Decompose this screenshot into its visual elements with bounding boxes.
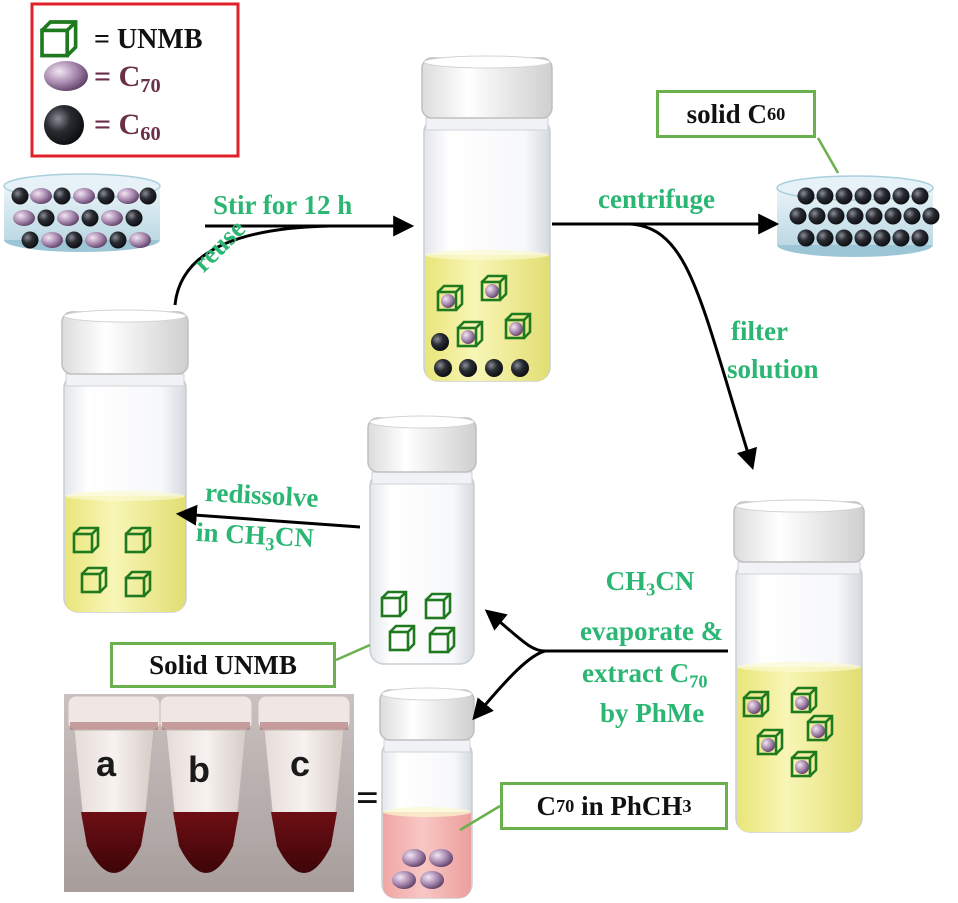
c60-ball — [511, 359, 529, 377]
c60-ball — [81, 209, 99, 227]
c60-ball — [808, 207, 826, 225]
c60-ball — [846, 207, 864, 225]
equals-sign: = — [356, 775, 379, 820]
c70-ball — [57, 210, 79, 226]
c60-ball — [37, 209, 55, 227]
solid-c60-connector — [816, 137, 840, 174]
redissolve-label-2: in CH3CN — [195, 516, 315, 555]
vial-redissolved — [61, 309, 189, 613]
c60-ball — [827, 207, 845, 225]
c70-ball — [117, 188, 139, 204]
extract-arrow-down — [472, 649, 546, 721]
c60-ball — [835, 229, 853, 247]
photo-tubes — [64, 694, 354, 892]
filter-label-1: filter — [731, 316, 788, 346]
c60-ball — [139, 187, 157, 205]
c70-ball — [392, 871, 416, 889]
legend-c60-label: = C60 — [94, 108, 161, 146]
c60-ball — [873, 229, 891, 247]
c60-ball — [797, 187, 815, 205]
c70-ball — [30, 188, 52, 204]
tube-c-label: c — [290, 743, 311, 784]
legend-c60-icon — [44, 105, 84, 145]
c70-connector — [459, 804, 501, 832]
c70-ball — [73, 188, 95, 204]
legend-c70-icon — [44, 61, 88, 91]
c60-ball — [911, 229, 929, 247]
c60-ball — [835, 187, 853, 205]
evap-label-3: extract C70 — [582, 658, 708, 692]
c70-ball — [85, 232, 107, 248]
c60-ball — [892, 229, 910, 247]
c70-ball — [41, 232, 63, 248]
tube-b-label: b — [188, 749, 210, 790]
c60-ball — [816, 229, 834, 247]
eppendorf-tube — [159, 695, 253, 873]
evap-label-2: evaporate & — [580, 616, 724, 646]
vial-solid-unmb — [367, 415, 477, 665]
c60-ball — [431, 333, 449, 351]
centrifuge-label: centrifuge — [598, 184, 715, 214]
c60-ball — [892, 187, 910, 205]
mixed-fullerene-dish — [3, 173, 161, 252]
solid-unmb-box: Solid UNMB — [110, 642, 336, 688]
filter-label-2: solution — [727, 354, 819, 384]
c60-ball — [816, 187, 834, 205]
vial-filtered — [733, 499, 865, 833]
c60-ball — [125, 209, 143, 227]
c60-ball — [865, 207, 883, 225]
c70-ball — [420, 871, 444, 889]
c60-ball — [21, 231, 39, 249]
legend-c70-label: = C70 — [94, 60, 161, 98]
c60-ball — [485, 359, 503, 377]
c70-ball — [129, 232, 151, 248]
c70-ball — [13, 210, 35, 226]
c60-ball — [434, 359, 452, 377]
c60-ball — [109, 231, 127, 249]
vial-c70-toluene — [379, 687, 475, 899]
c60-ball — [789, 207, 807, 225]
c70-ball — [429, 849, 453, 867]
c60-ball — [97, 187, 115, 205]
c70-ball — [101, 210, 123, 226]
c60-ball — [884, 207, 902, 225]
c60-ball — [854, 187, 872, 205]
c60-ball — [911, 187, 929, 205]
redissolve-arrow — [175, 504, 361, 529]
solid-unmb-connector — [335, 643, 371, 662]
filter-arrow — [629, 222, 757, 471]
legend-unmb-label: = UNMB — [94, 24, 203, 55]
c70-ball — [402, 849, 426, 867]
eppendorf-tube — [257, 695, 351, 873]
reuse-curve — [173, 224, 331, 306]
c60-ball — [11, 187, 29, 205]
c60-ball — [797, 229, 815, 247]
tube-a-label: a — [96, 743, 117, 784]
c60-ball — [854, 229, 872, 247]
c60-ball — [873, 187, 891, 205]
stir-label: Stir for 12 h — [213, 190, 353, 220]
redissolve-label-1: redissolve — [204, 477, 320, 513]
evap-label-1: CH3CN — [605, 566, 695, 600]
vial-stirring — [421, 55, 553, 382]
solid-c60-dish — [776, 175, 940, 257]
c60-ball — [65, 231, 83, 249]
evap-label-4: by PhMe — [600, 698, 705, 728]
c60-ball — [53, 187, 71, 205]
c60-ball — [922, 207, 940, 225]
eppendorf-tube — [67, 695, 161, 873]
c60-ball — [903, 207, 921, 225]
c60-ball — [459, 359, 477, 377]
